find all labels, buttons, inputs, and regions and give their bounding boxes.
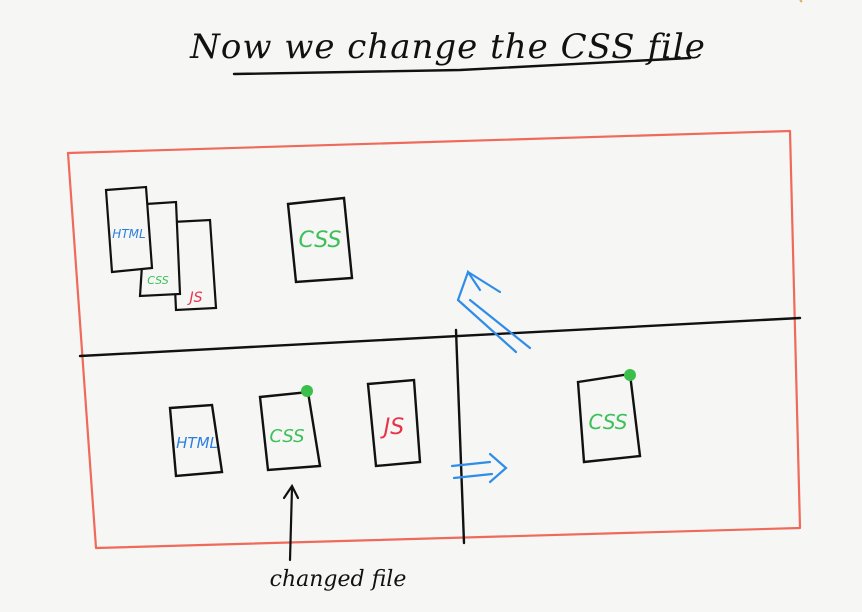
bottom-html-file-label: HTML [176,434,218,452]
bottom-html-file: HTML [168,403,224,478]
top-css-file-label: CSS [299,228,342,253]
stacked-html-file [104,185,154,274]
bottom-css-file-label: CSS [269,426,304,447]
stacked-html-label: HTML [112,227,145,241]
deploy-arrow [450,452,508,484]
top-css-file-outline [286,196,354,284]
top-css-file: CSS [286,196,354,284]
bottom-js-file: JS [366,378,422,468]
title-underline [232,56,692,76]
horizontal-divider [78,316,802,358]
vertical-divider [454,328,466,545]
deployed-css-file: CSS [576,369,642,464]
deployed-css-file-outline [576,372,642,464]
deploy-arrow-shaft [450,460,494,480]
upload-arrow [456,269,532,354]
deploy-arrow-head [488,452,508,484]
stacked-js-label: JS [186,290,202,306]
bottom-html-file-outline [168,403,224,478]
bottom-js-file-outline [366,378,422,468]
upload-arrow-shaft [456,298,532,354]
changed-file-annotation: changed file [270,567,407,592]
bottom-js-file-label: JS [380,415,404,440]
corner-mark [799,0,803,3]
changed-marker-dot [301,385,313,397]
diagram-title: Now we change the CSS file [189,27,706,67]
stacked-css-label: CSS [147,274,168,287]
changed-file-arrow [282,483,300,562]
bottom-css-file-outline [258,390,322,472]
changed-file-arrow-head [282,483,300,500]
stacked-files: HTML CSS JS [104,185,218,312]
upload-arrow-tip [466,270,502,294]
deployed-css-file-label: CSS [588,410,627,434]
bottom-css-file: CSS [258,385,322,472]
outer-frame [66,129,802,550]
changed-file-arrow-shaft [288,486,294,562]
deployed-marker-dot [624,369,636,381]
